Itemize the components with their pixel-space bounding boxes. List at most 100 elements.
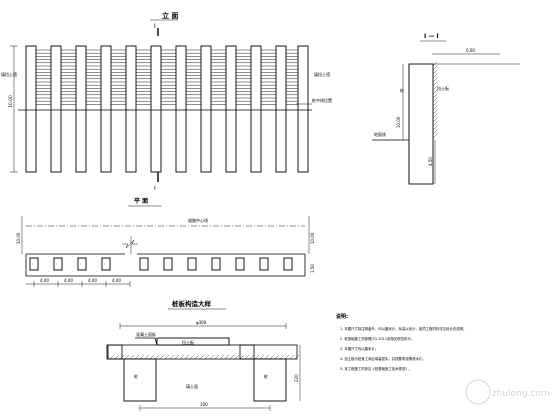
slab-hatch-line <box>134 354 140 360</box>
notes-item-1: 1. 本图尺寸除注明者外，均以厘米计，标高以米计，各项工程材料详见设计总说明。 <box>340 326 466 331</box>
hatch-line <box>432 89 438 95</box>
label-left-soil: 填挡土墙 <box>1 71 17 77</box>
hatch-line <box>432 85 438 91</box>
slab-hatch-line <box>169 354 175 360</box>
pile <box>175 45 187 173</box>
slab-hatch-line <box>244 354 250 360</box>
plan-pile <box>101 257 111 271</box>
plan-pile <box>53 257 63 271</box>
plan-label-axis: 道路中心线 <box>188 217 208 223</box>
section-mark-bottom: I <box>154 185 156 192</box>
section-label-ground: 地面线 <box>374 131 386 137</box>
pile <box>275 45 287 173</box>
notes-item-3: 3. 本图尺寸均以厘米计。 <box>340 346 378 351</box>
section-dim-bottom: 4.50 <box>428 157 433 166</box>
hatch-line <box>432 117 438 123</box>
slab-hatch-line <box>189 354 195 360</box>
slab-hatch-line <box>279 354 285 360</box>
watermark-text: zhulong.com <box>492 389 550 399</box>
watermark: zhulong.com <box>465 379 550 405</box>
slab-hatch-line <box>214 354 220 360</box>
slab-hatch-line <box>224 354 230 360</box>
hatch-line <box>432 73 438 79</box>
hatch-line <box>432 113 438 119</box>
plan-title: 平 面 <box>134 197 148 205</box>
hatch-line <box>432 69 438 75</box>
slab-hatch-line <box>124 354 130 360</box>
slab-hatch-line <box>249 354 255 360</box>
slab-hatch-line <box>219 354 225 360</box>
slab-hatch-line <box>269 354 275 360</box>
pile <box>125 45 137 173</box>
label-right-soil: 填挡土墙 <box>314 71 330 77</box>
slab-hatch-line <box>174 354 180 360</box>
plan-pile <box>259 257 269 271</box>
plan-view: 平 面 道路中心线 10.00 10.00 1.50 4.00 4.00 4.0… <box>16 197 315 287</box>
plan-pile <box>283 257 293 271</box>
notes-title: 说明: <box>336 313 348 320</box>
hatch-line <box>432 81 438 87</box>
plan-end-dim: 1.50 <box>310 264 315 273</box>
section-dim-side: 10.00 <box>396 116 401 128</box>
slab-hatch-line <box>149 354 155 360</box>
slab-hatch-line <box>164 354 170 360</box>
plan-piles <box>29 257 293 271</box>
slab-hatch-line <box>284 354 290 360</box>
notes-item-4: 4. 挡土板与桩身之间应填塞密实，并按要求设置泄水孔。 <box>340 356 426 361</box>
spacing-dim-4: 4.00 <box>112 278 121 283</box>
slab-hatch-line <box>109 354 115 360</box>
spacing-dim-3: 4.00 <box>88 278 97 283</box>
pile <box>297 45 309 173</box>
detail-pile-right <box>253 358 287 402</box>
detail-label-pile-right: 桩 <box>264 373 268 379</box>
plan-pile <box>29 257 39 271</box>
slab-hatch-line <box>254 354 260 360</box>
slab-hatch-line <box>204 354 210 360</box>
break-symbol <box>122 239 138 249</box>
detail-label-concrete: 混凝土面板 <box>136 331 156 337</box>
detail-top-dim: φ300 <box>196 320 207 325</box>
section-top-dim: 0.60 <box>466 48 475 53</box>
slab-hatch-line <box>144 354 150 360</box>
hatch-line <box>432 109 438 115</box>
detail-leader-left-2 <box>154 337 158 346</box>
slab-hatch-line <box>114 354 120 360</box>
elevation-view: 立 面 I I 10.00 填挡土墙 填挡土墙 桩中线位置 <box>1 11 332 192</box>
slab-hatch-line <box>234 354 240 360</box>
spacing-dim-1: 4.00 <box>40 278 49 283</box>
elevation-title: 立 面 <box>162 11 178 20</box>
pile <box>150 45 162 173</box>
plan-pile <box>235 257 245 271</box>
pile <box>25 45 37 173</box>
plan-pile <box>187 257 197 271</box>
section-hatch <box>432 61 438 139</box>
slab-hatch-line <box>274 354 280 360</box>
detail-label-pile-left: 桩 <box>134 373 138 379</box>
pile <box>225 45 237 173</box>
hatch-line <box>432 65 438 71</box>
slab-hatch-line <box>259 354 265 360</box>
watermark-logo-icon <box>465 379 491 405</box>
detail-pile-head-left <box>107 344 123 360</box>
hatch-line <box>432 101 438 107</box>
plan-left-dim: 10.00 <box>16 232 21 244</box>
detail-cap <box>156 337 230 346</box>
hatch-line <box>432 129 438 135</box>
slab-hatch-line <box>159 354 165 360</box>
slab-hatch-line <box>289 354 295 360</box>
pile <box>250 45 262 173</box>
slab-hatch-line <box>239 354 245 360</box>
label-pile: 桩中线位置 <box>312 97 332 103</box>
detail-label-plate: 挡土板 <box>182 339 194 345</box>
hatch-line <box>432 61 438 67</box>
section-label-pile: 桩 <box>400 87 404 93</box>
hatch-line <box>432 97 438 103</box>
plan-pile <box>211 257 221 271</box>
pile <box>50 45 62 173</box>
detail-view: 桩板构造大样 φ300 混凝土面板 挡土板 桩 桩 填土面 220 100 <box>106 299 301 411</box>
slab-hatch-line <box>139 354 145 360</box>
slab-hatch-line <box>179 354 185 360</box>
slab-hatch-line <box>199 354 205 360</box>
pile <box>100 45 112 173</box>
